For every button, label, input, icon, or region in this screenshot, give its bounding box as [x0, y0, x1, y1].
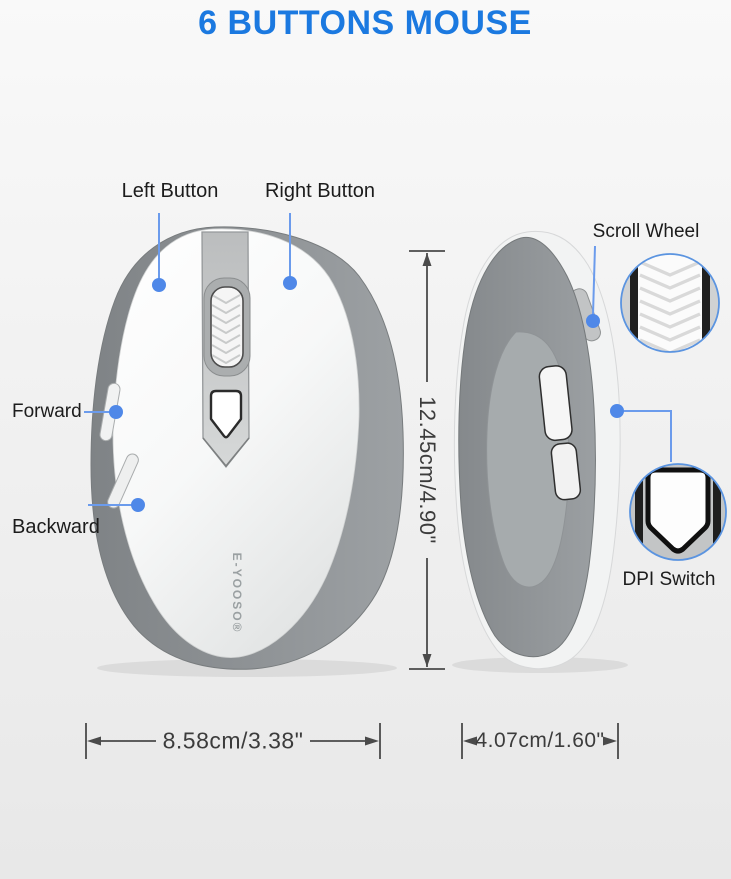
callout-dot-right-button: [283, 276, 297, 290]
side-view-mouse: [452, 230, 628, 673]
callout-dot-left-button: [152, 278, 166, 292]
label-right-button: Right Button: [264, 180, 376, 202]
callout-dot-scroll-wheel: [586, 314, 600, 328]
height-dimension-line: [409, 250, 445, 670]
length-dimension-value: 8.58cm/3.38": [162, 727, 304, 754]
height-dimension-value: 12.45cm/4.90": [415, 396, 440, 544]
width-dimension-line: [461, 723, 619, 759]
side-buttons-side-view: [538, 365, 582, 501]
callout-lines: [84, 213, 672, 506]
label-left-button: Left Button: [121, 180, 219, 202]
label-dpi-switch: DPI Switch: [622, 569, 716, 590]
label-forward: Forward: [12, 401, 82, 422]
width-dimension-value: 4.07cm/1.60": [475, 729, 605, 752]
top-view-mouse: [90, 226, 404, 677]
scroll-wheel: [203, 277, 251, 377]
callout-dot-dpi-switch: [610, 404, 624, 418]
brand-logo: E-YOOSO®: [230, 552, 244, 634]
dpi-button: [209, 389, 243, 439]
callout-dot-backward: [131, 498, 145, 512]
page-title: 6 BUTTONS MOUSE: [198, 4, 532, 42]
scroll-wheel-texture: [212, 294, 241, 364]
callout-line-dpi-switch: [621, 410, 672, 462]
label-scroll-wheel: Scroll Wheel: [592, 221, 700, 242]
scroll-wheel-inset: [620, 253, 720, 353]
length-dimension-line: [85, 723, 381, 759]
inset-wheel-texture: [639, 260, 701, 352]
inset-dpi-button: [645, 467, 711, 554]
label-backward: Backward: [12, 516, 100, 538]
dpi-switch-inset: [629, 463, 727, 561]
callout-dot-forward: [109, 405, 123, 419]
strip-chevron-seam: [202, 437, 250, 468]
callout-line-scroll-wheel: [592, 245, 596, 316]
callout-dots: [109, 276, 624, 512]
